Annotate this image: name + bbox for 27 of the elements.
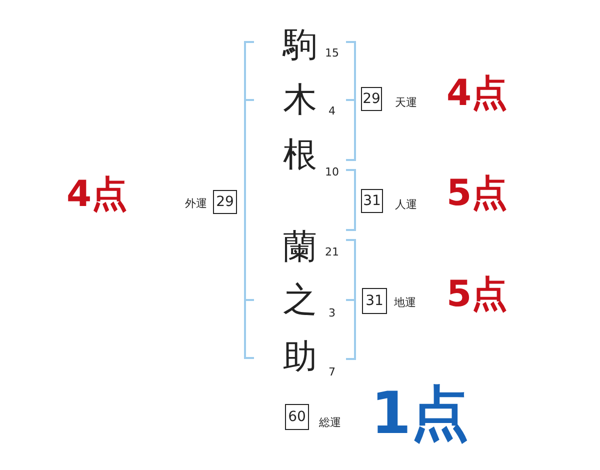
name-character: 木	[283, 83, 317, 117]
score-text: 4点	[66, 177, 128, 213]
fortune-name: 天運	[395, 97, 417, 108]
stroke-count: 7	[328, 366, 336, 378]
name-character: 根	[283, 138, 317, 172]
score-text: 5点	[446, 176, 508, 212]
stroke-count: 15	[325, 48, 339, 58]
name-character: 助	[283, 340, 317, 374]
number-box: 31	[361, 189, 383, 213]
score-text: 5点	[446, 277, 508, 313]
fortune-name: 人運	[395, 199, 417, 210]
name-character: 之	[283, 283, 317, 317]
number-box: 29	[213, 190, 237, 214]
fortune-name: 外運	[185, 198, 207, 209]
stroke-count: 3	[328, 308, 336, 318]
fortune-name: 地運	[394, 297, 416, 308]
number-box: 31	[362, 288, 387, 314]
score-text: 4点	[446, 76, 508, 112]
stroke-count: 21	[325, 246, 339, 258]
name-character: 蘭	[283, 230, 317, 264]
name-character: 駒	[283, 28, 317, 62]
stroke-count: 10	[325, 166, 339, 178]
number-box: 29	[361, 87, 382, 111]
number-box: 60	[285, 404, 309, 430]
fortune-name: 総運	[319, 417, 341, 428]
score-text: 1点	[370, 384, 470, 442]
stroke-count: 4	[328, 106, 336, 116]
